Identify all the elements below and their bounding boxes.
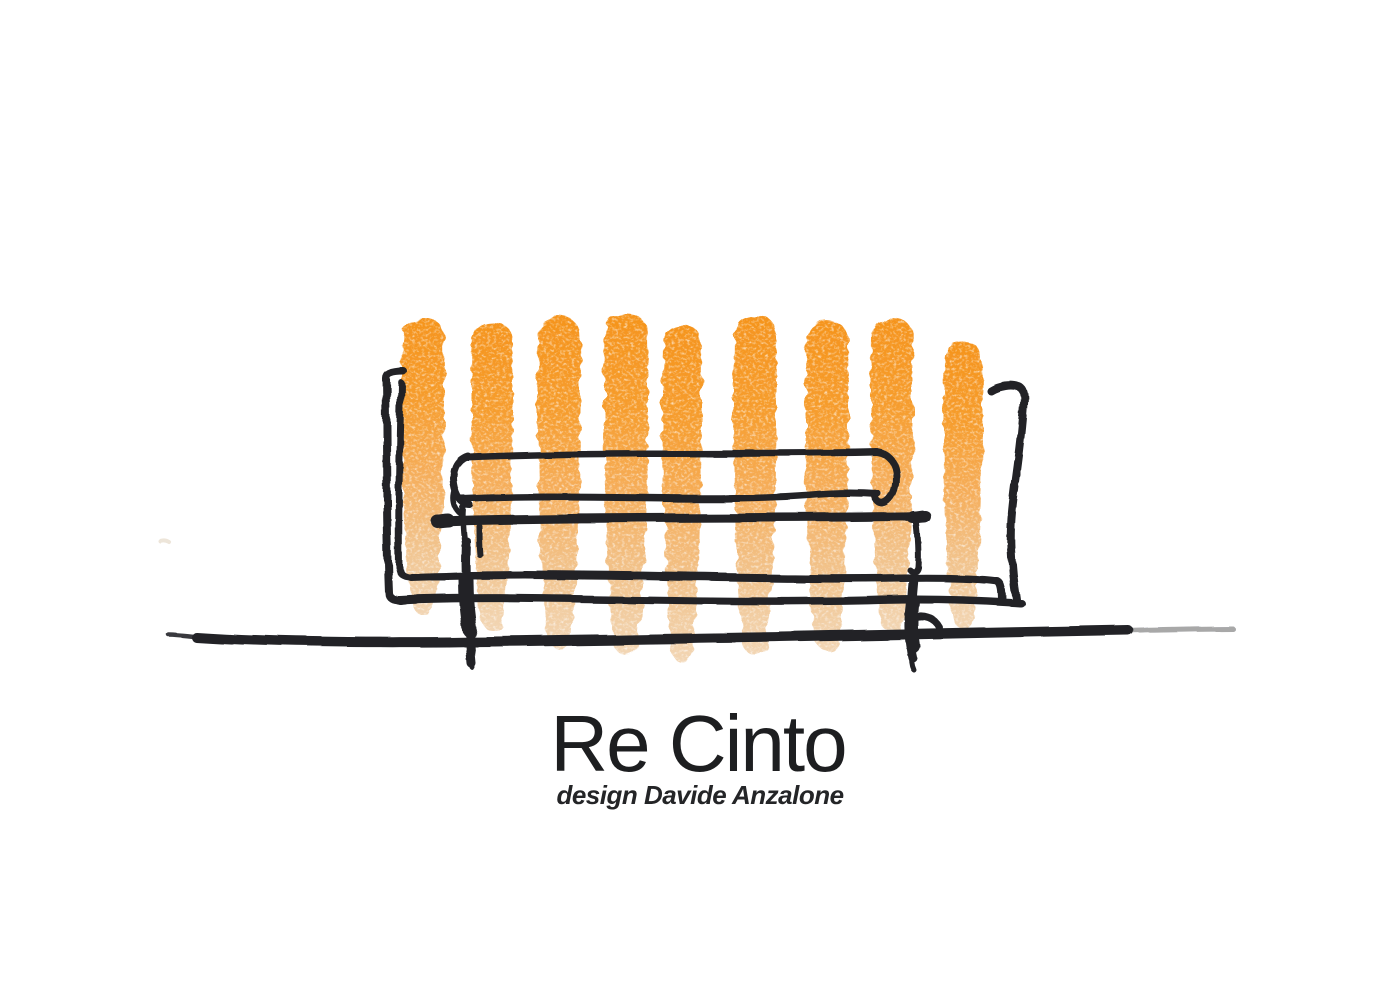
ground-line-left-tip bbox=[165, 631, 215, 641]
seat-rail-upper bbox=[407, 571, 1006, 605]
crayon-stroke-2 bbox=[471, 322, 513, 630]
left-leg-thick bbox=[458, 572, 478, 638]
ground-line bbox=[191, 625, 1133, 648]
artwork-subtitle: design Davide Anzalone bbox=[556, 780, 844, 810]
crayon-stroke-6 bbox=[733, 315, 777, 655]
ground-line-right-fade bbox=[1115, 625, 1235, 633]
seat-rail-lower bbox=[396, 594, 1025, 607]
backrest-bottom bbox=[458, 489, 882, 503]
crayon-stroke-8 bbox=[870, 318, 914, 632]
frame-right bbox=[987, 381, 1029, 603]
right-leg-tail bbox=[909, 649, 917, 673]
artwork-title: Re Cinto bbox=[550, 699, 847, 788]
stray-mark bbox=[158, 538, 171, 544]
right-leg-thick bbox=[904, 595, 920, 653]
crayon-stroke-5 bbox=[662, 325, 702, 662]
crayon-stroke-3 bbox=[537, 317, 581, 648]
backrest-left-hook bbox=[451, 486, 464, 517]
backrest-top bbox=[464, 448, 881, 461]
left-leg-dash-b bbox=[476, 523, 483, 558]
ink-line-group bbox=[158, 367, 1235, 673]
crayon-stroke-1 bbox=[401, 318, 445, 614]
crayon-stroke-9 bbox=[943, 342, 983, 628]
right-leg-curl bbox=[911, 613, 944, 632]
crayon-stroke-4 bbox=[603, 314, 649, 655]
backrest-left-curl bbox=[450, 452, 474, 509]
backrest-right-curl bbox=[871, 448, 900, 507]
crayon-stroke-group bbox=[401, 314, 983, 662]
right-leg-upper bbox=[907, 516, 922, 575]
armrest-bar bbox=[433, 511, 928, 526]
left-leg-tip bbox=[468, 649, 476, 671]
armrest-bar-left-end bbox=[430, 513, 455, 528]
frame-left-outer bbox=[382, 367, 407, 604]
crayon-stroke-7 bbox=[805, 321, 849, 650]
frame-left-inner bbox=[395, 379, 415, 581]
